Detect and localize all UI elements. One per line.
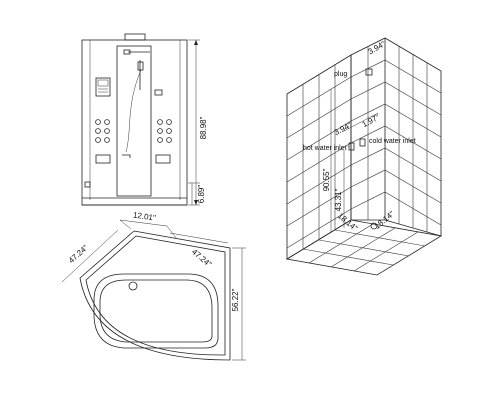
right-wall-face — [350, 37, 442, 237]
hot-inlet-label: hot water inlet — [303, 145, 347, 152]
front-tray-label: 6.89" — [197, 185, 206, 204]
right-body-jets — [157, 119, 172, 143]
left-shelf — [95, 154, 111, 164]
plan-corner-label: 12.01" — [132, 210, 156, 222]
plug-socket — [365, 68, 373, 76]
shelf-fixture — [154, 89, 163, 96]
tray-outline — [79, 230, 231, 361]
plug-height-label: 90.55" — [322, 168, 331, 191]
floor-outline — [285, 219, 443, 276]
shower-hose — [125, 69, 142, 153]
rain-head — [123, 49, 131, 55]
left-side-dim-line — [61, 229, 119, 283]
tray-inner-lip — [85, 235, 226, 356]
control-display — [97, 79, 109, 87]
right-wall-tiles — [350, 46, 442, 232]
inlet-spacing-label: 3.94" — [333, 120, 354, 137]
back-panel — [116, 45, 152, 197]
plan-view: 12.01" 47.24" 47.24" 56.22" — [61, 210, 246, 361]
control-panel — [95, 77, 111, 97]
plan-right-label: 47.24" — [190, 247, 213, 269]
floor-drain — [370, 222, 378, 230]
drain — [128, 281, 138, 291]
door-handle — [84, 181, 91, 188]
left-body-jets — [95, 119, 110, 143]
tray-basin-inner — [99, 279, 213, 343]
floor-left-label: 18.14" — [336, 211, 359, 233]
corner-dim-line — [119, 219, 168, 227]
tray-basin — [93, 273, 219, 349]
corner-ext-right — [166, 225, 177, 239]
top-fan-cap — [124, 33, 146, 41]
cold-water-inlet — [359, 138, 366, 147]
front-height-label: 88.98" — [199, 116, 208, 139]
right-shelf — [155, 154, 171, 164]
plan-left-label: 47.24" — [67, 243, 90, 265]
inlet-dim-line — [343, 112, 379, 132]
faucet — [122, 154, 131, 158]
inlet-height-label: 43.31" — [334, 188, 343, 211]
hand-shower — [137, 61, 144, 71]
plug-label: plug — [334, 71, 347, 78]
hot-water-inlet — [348, 142, 355, 151]
front-view: 88.98" 6.89" — [81, 33, 208, 206]
left-wall-tiles — [286, 65, 352, 249]
corner-ext-left — [119, 219, 132, 230]
right-side-dim-line — [169, 232, 229, 244]
wall-corner-view: plug 3.94" 3.94" 1.97" hot water inlet c… — [285, 37, 443, 276]
floor-tiles — [302, 223, 426, 272]
cold-inlet-label: cold water inlet — [369, 138, 416, 145]
plug-offset-label: 3.94" — [367, 39, 388, 56]
plan-depth-label: 56.22" — [231, 288, 240, 311]
